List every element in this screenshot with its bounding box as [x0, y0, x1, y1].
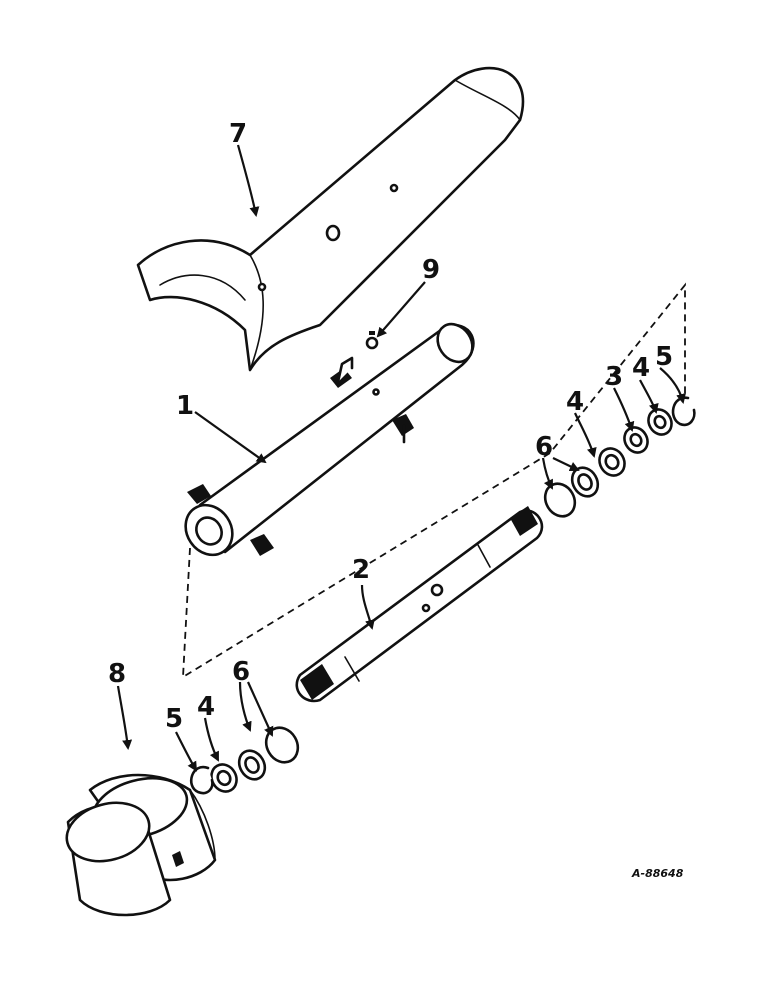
callout-5-right: 5: [655, 342, 673, 372]
callout-9: 9: [422, 255, 440, 285]
callout-6-right: 6: [535, 432, 553, 462]
right-bearing-stack: [543, 396, 696, 518]
part-1-housing-tube: [184, 322, 475, 557]
part-8-collar: [65, 773, 217, 917]
callout-4-left: 4: [197, 692, 215, 722]
part-2-shaft: [295, 506, 544, 703]
callout-7: 7: [229, 119, 247, 149]
callout-1: 1: [176, 391, 194, 421]
part-7-cover: [136, 66, 525, 372]
callout-5-left: 5: [165, 704, 183, 734]
leader-arrows: [116, 144, 686, 772]
left-bearing-stack: [189, 726, 300, 795]
part-9-fitting: [365, 331, 379, 350]
callout-3: 3: [605, 362, 623, 392]
callout-2: 2: [352, 555, 370, 585]
callout-4-right-b: 4: [632, 353, 650, 383]
reference-number: A-88648: [631, 867, 684, 880]
assembly-dashed-line: [182, 282, 686, 679]
callout-8: 8: [108, 659, 126, 689]
callout-6-left: 6: [232, 657, 250, 687]
callout-4-right-a: 4: [566, 387, 584, 417]
